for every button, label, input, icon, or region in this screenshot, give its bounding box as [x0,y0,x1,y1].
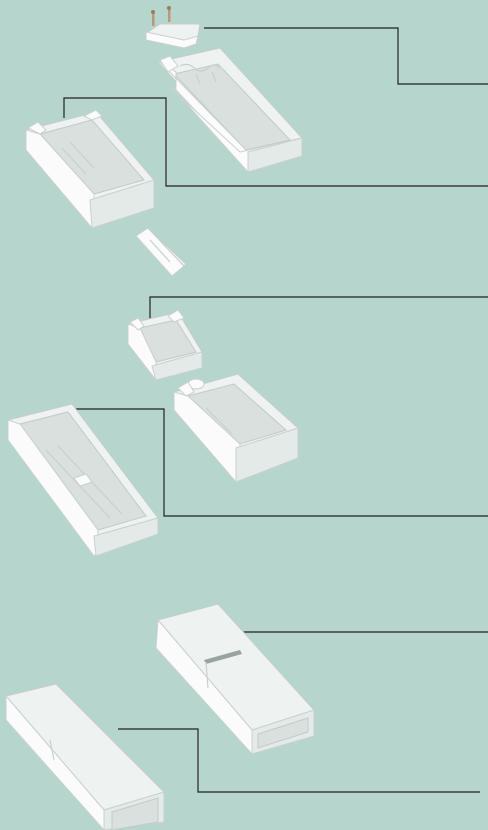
duct-base-with-end-notch-icon [174,374,298,482]
open-duct-channel-icon [26,110,154,228]
duct-base-with-cutouts-icon [158,48,302,172]
cover-clip-icon [146,6,200,48]
wide-duct-base-icon [8,404,158,556]
closed-duct-straight-icon [6,684,164,830]
short-duct-section-icon [128,310,202,380]
leader-line-short-duct-section [150,297,488,322]
joint-connector-icon [136,228,186,276]
closed-duct-with-joint-icon [156,604,314,754]
leader-line-cover-clip [204,28,488,84]
